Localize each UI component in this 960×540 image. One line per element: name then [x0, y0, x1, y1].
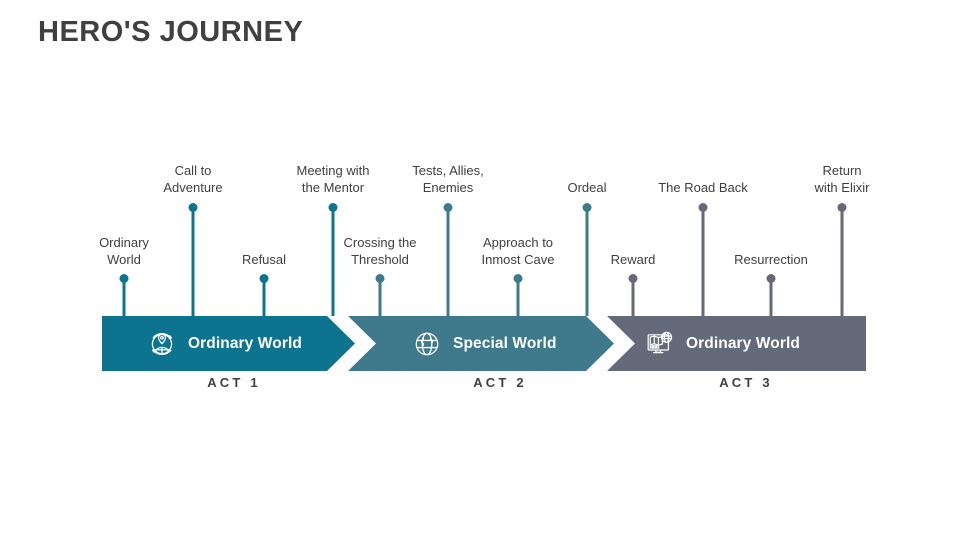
milestone-dot [837, 203, 847, 212]
milestone-stem [840, 207, 844, 316]
milestone-dot [328, 203, 338, 212]
milestone-dot [513, 274, 523, 283]
act-3-shape [607, 316, 866, 371]
milestone-label: Refusal [241, 252, 287, 267]
milestone-label: Approach to Inmost Cave [481, 235, 555, 267]
milestone-stem [378, 278, 382, 316]
milestone-stem [516, 278, 520, 316]
milestone-dot [766, 274, 776, 283]
page-title: HERO'S JOURNEY [38, 16, 304, 48]
map-monitor-icon [645, 329, 675, 359]
milestone-dot [582, 203, 592, 212]
act-caption-3: ACT 3 [719, 375, 773, 390]
milestone-dot [188, 203, 198, 212]
milestone-label: Return with Elixir [814, 163, 870, 195]
milestone-label: Meeting with the Mentor [296, 163, 370, 195]
milestone-dot [119, 274, 129, 283]
milestone-label: Crossing the Threshold [343, 235, 417, 267]
act-1-content: Ordinary World [147, 316, 302, 371]
milestone-dot [628, 274, 638, 283]
milestone-label: Reward [610, 252, 656, 267]
act-caption-1: ACT 1 [207, 375, 261, 390]
act-1-shape [102, 316, 355, 371]
act-2-label: Special World [453, 334, 557, 352]
globe-icon [412, 329, 442, 359]
milestone-label: Tests, Allies, Enemies [412, 163, 484, 195]
milestone-dot [443, 203, 453, 212]
act-2-content: Special World [412, 316, 557, 371]
milestone-label: Resurrection [734, 252, 808, 267]
act-caption-2: ACT 2 [473, 375, 527, 390]
milestone-dot [375, 274, 385, 283]
milestone-label: Call to Adventure [163, 163, 223, 195]
act-2-shape [348, 316, 614, 371]
act-bar-group: Ordinary World Special World [0, 316, 960, 371]
milestone-stem [585, 207, 589, 316]
milestone-stem [769, 278, 773, 316]
act-1-label: Ordinary World [188, 334, 302, 352]
milestone-stem [446, 207, 450, 316]
act-3-label: Ordinary World [686, 334, 800, 352]
milestone-stem [191, 207, 195, 316]
globe-pin-icon [147, 329, 177, 359]
milestone-stem [331, 207, 335, 316]
milestone-stem [631, 278, 635, 316]
milestone-label: The Road Back [658, 180, 748, 195]
milestone-stem [262, 278, 266, 316]
act-bar-2[interactable] [348, 316, 614, 371]
act-3-content: Ordinary World [645, 316, 800, 371]
milestone-stem [701, 207, 705, 316]
milestone-label: Ordinary World [99, 235, 149, 267]
milestone-label: Ordeal [567, 180, 607, 195]
milestone-stem [122, 278, 126, 316]
milestone-dot [259, 274, 269, 283]
act-bar-3[interactable] [607, 316, 866, 371]
milestone-dot [698, 203, 708, 212]
act-bar-1[interactable] [102, 316, 355, 371]
